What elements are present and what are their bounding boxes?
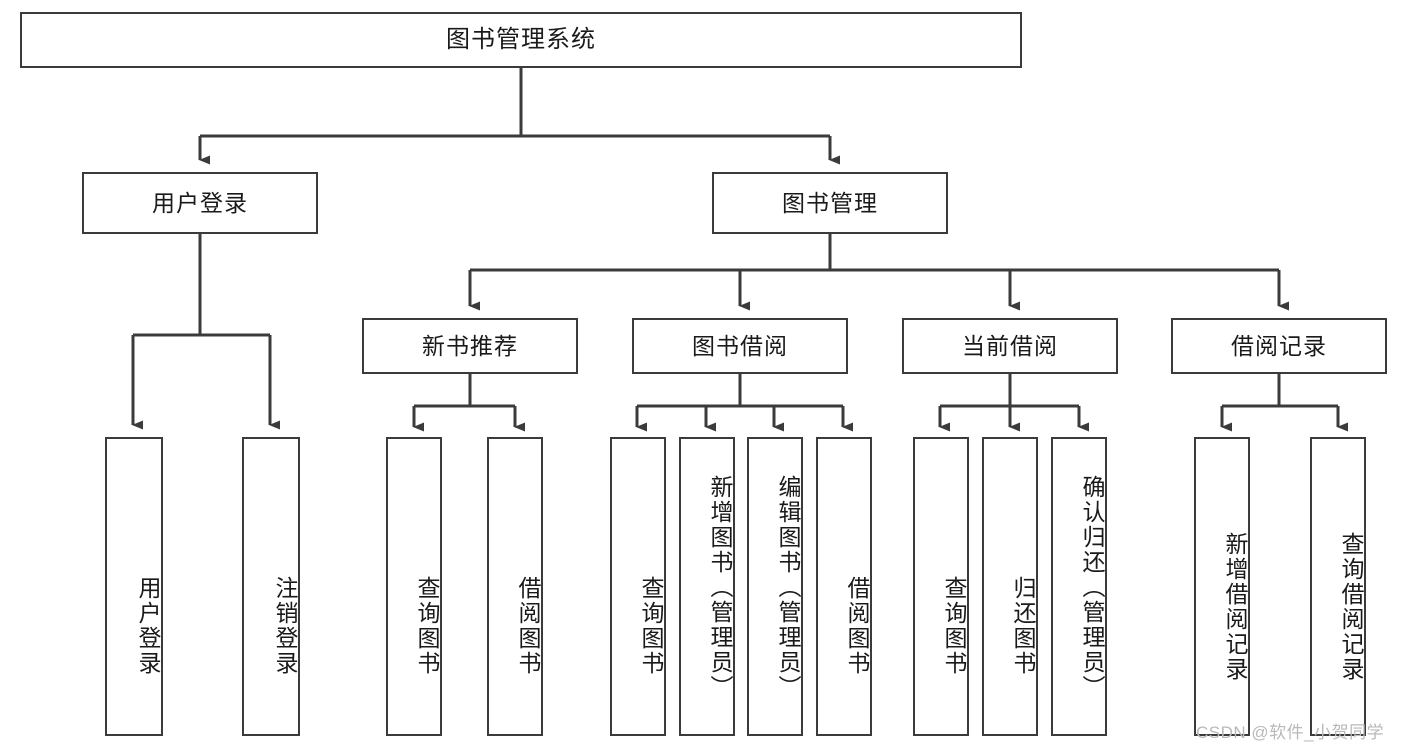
leaf-query-books-current[interactable]: 查询图书 — [913, 437, 969, 736]
leaf-user-login[interactable]: 用户登录 — [105, 437, 163, 736]
node-label: 归还图书 — [1010, 575, 1036, 676]
leaf-edit-book-admin[interactable]: 编辑图书（管理员） — [747, 437, 803, 736]
node-label: 当前借阅 — [962, 332, 1058, 359]
leaf-logout[interactable]: 注销登录 — [242, 437, 300, 736]
node-label: 新书推荐 — [422, 332, 518, 359]
leaf-query-books-recommendation[interactable]: 查询图书 — [386, 437, 442, 736]
leaf-query-borrow-record[interactable]: 查询借阅记录 — [1310, 437, 1366, 736]
node-label: 借阅记录 — [1231, 332, 1327, 359]
leaf-borrow-books-recommendation[interactable]: 借阅图书 — [487, 437, 543, 736]
node-label: 编辑图书（管理员） — [775, 475, 801, 700]
node-label: 借阅图书 — [515, 575, 541, 676]
node-label: 确认归还（管理员） — [1079, 475, 1105, 700]
node-current-borrow[interactable]: 当前借阅 — [902, 318, 1118, 374]
node-label: 用户登录 — [135, 575, 161, 676]
node-label: 查询借阅记录 — [1338, 531, 1364, 682]
csdn-watermark: CSDN @软件_小贺同学 — [1196, 723, 1385, 742]
node-borrow-records[interactable]: 借阅记录 — [1171, 318, 1387, 374]
node-label: 查询图书 — [414, 575, 440, 676]
node-label: 查询图书 — [638, 575, 664, 676]
node-book-management[interactable]: 图书管理 — [712, 172, 948, 234]
node-label: 新增借阅记录 — [1222, 531, 1248, 682]
node-label: 查询图书 — [941, 575, 967, 676]
node-label: 图书管理 — [782, 189, 878, 216]
leaf-query-books-borrow[interactable]: 查询图书 — [610, 437, 666, 736]
leaf-borrow-book[interactable]: 借阅图书 — [816, 437, 872, 736]
leaf-add-borrow-record[interactable]: 新增借阅记录 — [1194, 437, 1250, 736]
node-user-login[interactable]: 用户登录 — [82, 172, 318, 234]
node-book-management-system[interactable]: 图书管理系统 — [20, 12, 1022, 68]
node-label: 新增图书（管理员） — [707, 475, 733, 700]
leaf-add-book-admin[interactable]: 新增图书（管理员） — [679, 437, 735, 736]
leaf-return-book[interactable]: 归还图书 — [982, 437, 1038, 736]
node-label: 借阅图书 — [844, 575, 870, 676]
node-new-book-recommendation[interactable]: 新书推荐 — [362, 318, 578, 374]
node-label: 注销登录 — [272, 575, 298, 676]
node-label: 用户登录 — [152, 189, 248, 216]
node-label: 图书借阅 — [692, 332, 788, 359]
node-book-borrow[interactable]: 图书借阅 — [632, 318, 848, 374]
leaf-confirm-return-admin[interactable]: 确认归还（管理员） — [1051, 437, 1107, 736]
node-label: 图书管理系统 — [446, 26, 596, 53]
